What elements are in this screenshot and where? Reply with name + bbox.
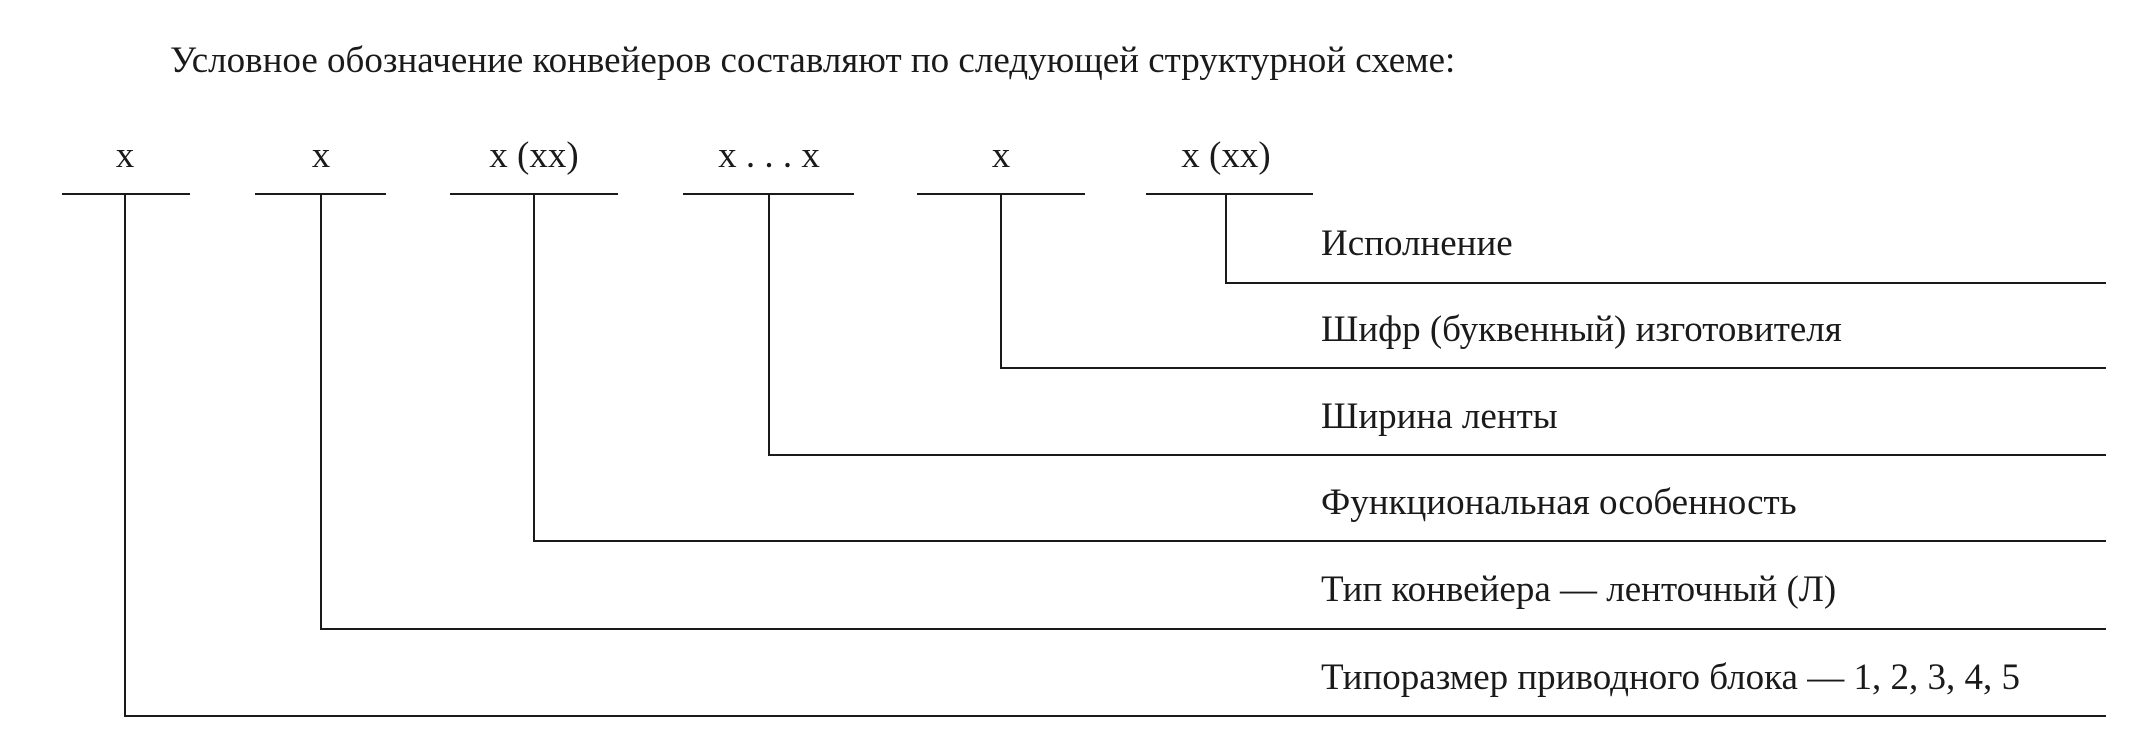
- label-row-conveyor-type: Тип конвейера — ленточный (Л): [320, 194, 2106, 630]
- label-row-manufacturer-code: Шифр (буквенный) изготовителя: [1000, 194, 2106, 369]
- slot-2-symbol: х: [312, 135, 331, 176]
- slot-3-symbol: х (хх): [489, 135, 578, 176]
- label-row-functional-feature: Функциональная особенность: [533, 194, 2106, 542]
- label-drive-unit-size: Типоразмер приводного блока — 1, 2, 3, 4…: [1321, 657, 2020, 698]
- slot-5-symbol: х: [992, 135, 1011, 176]
- leader-line-drive-unit-size: [124, 194, 2106, 717]
- label-manufacturer-code: Шифр (буквенный) изготовителя: [1321, 309, 1842, 350]
- slot-4-symbol: х . . . х: [718, 135, 820, 176]
- slot-2: х: [255, 135, 386, 195]
- leader-line-conveyor-type: [320, 194, 2106, 630]
- slot-6-symbol: х (хх): [1181, 135, 1270, 176]
- leader-line-belt-width: [768, 194, 2106, 456]
- label-row-drive-unit-size: Типоразмер приводного блока — 1, 2, 3, 4…: [124, 194, 2106, 717]
- leader-line-execution: [1225, 194, 2106, 284]
- slot-5: х: [917, 135, 1085, 195]
- slot-1-symbol: х: [116, 135, 135, 176]
- label-execution: Исполнение: [1321, 223, 1513, 264]
- label-row-execution: Исполнение: [1225, 194, 2106, 284]
- label-row-belt-width: Ширина ленты: [768, 194, 2106, 456]
- leader-line-manufacturer-code: [1000, 194, 2106, 369]
- slot-4: х . . . х: [683, 135, 854, 195]
- label-conveyor-type: Тип конвейера — ленточный (Л): [1321, 569, 1836, 610]
- leader-line-functional-feature: [533, 194, 2106, 542]
- label-functional-feature: Функциональная особенность: [1321, 482, 1797, 523]
- intro-sentence: Условное обозначение конвейеров составля…: [170, 40, 1455, 81]
- slot-3: х (хх): [450, 135, 618, 195]
- slot-1: х: [62, 135, 190, 195]
- slot-6: х (хх): [1146, 135, 1313, 195]
- label-belt-width: Ширина ленты: [1321, 396, 1558, 437]
